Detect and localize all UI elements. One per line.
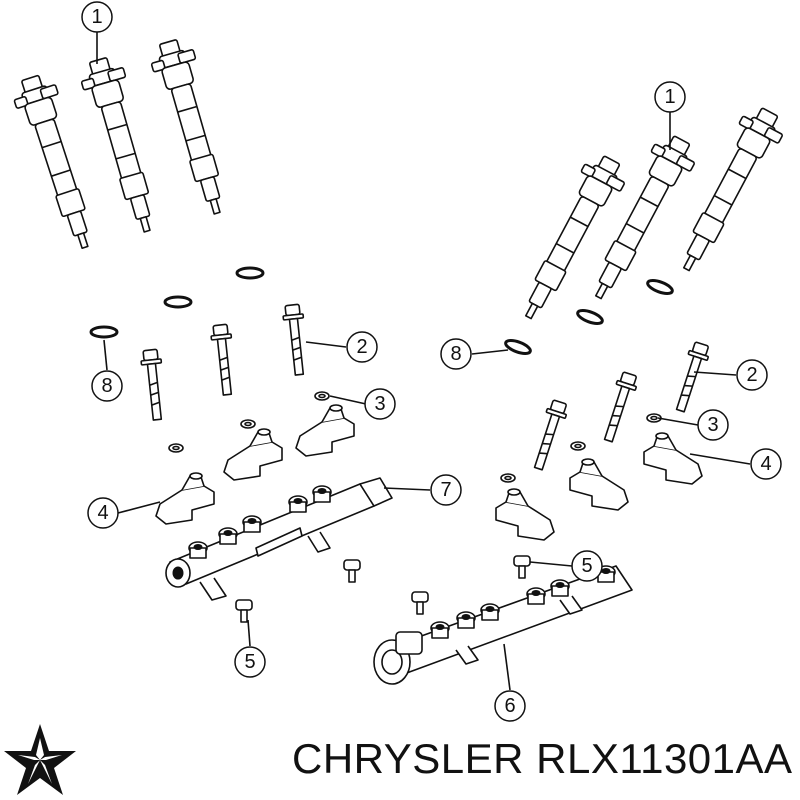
screw-left-1 — [343, 559, 361, 583]
svg-text:5: 5 — [244, 651, 255, 673]
svg-text:8: 8 — [101, 375, 112, 397]
svg-text:7: 7 — [440, 479, 451, 501]
callout-1-left: 1 — [81, 1, 113, 33]
callout-7: 7 — [430, 474, 462, 506]
clamp-right-1 — [495, 488, 555, 541]
callout-8-left: 8 — [91, 370, 123, 402]
callout-5-left: 5 — [234, 646, 266, 678]
brand-name: CHRYSLER — [292, 735, 524, 782]
screw-right-1 — [513, 555, 531, 579]
injector-right-1 — [508, 148, 633, 329]
svg-text:1: 1 — [664, 86, 675, 108]
bolt-left-3 — [281, 303, 311, 377]
pentastar-icon — [4, 724, 76, 795]
callout-8-right: 8 — [440, 338, 472, 370]
svg-text:3: 3 — [374, 393, 385, 415]
callout-3-right: 3 — [697, 409, 729, 441]
svg-text:1: 1 — [91, 6, 102, 28]
part-number: RLX11301AA — [536, 735, 793, 782]
leader-lines — [96, 32, 751, 691]
injector-right-2 — [578, 128, 703, 309]
part-caption: CHRYSLER RLX11301AA — [292, 735, 793, 783]
bolt-right-1 — [528, 398, 571, 473]
bolt-left-1 — [139, 348, 169, 422]
bolt-right-3 — [670, 340, 713, 415]
svg-text:5: 5 — [581, 555, 592, 577]
washer-left-1 — [168, 443, 184, 453]
callout-6: 6 — [494, 690, 526, 722]
injector-right-3 — [666, 100, 791, 281]
callout-4-right: 4 — [750, 448, 782, 480]
clamp-right-3 — [643, 432, 703, 485]
washer-left-2 — [240, 419, 256, 429]
oring-left-2 — [163, 295, 193, 309]
svg-text:4: 4 — [760, 453, 771, 475]
callout-4-left: 4 — [87, 497, 119, 529]
bolt-right-2 — [598, 370, 641, 445]
fuel-rail-right — [373, 565, 633, 685]
svg-text:2: 2 — [746, 364, 757, 386]
injector-left-3 — [146, 35, 240, 220]
injector-left-2 — [76, 53, 170, 238]
oring-right-1 — [644, 276, 676, 298]
callout-2-left: 2 — [346, 331, 378, 363]
oring-left-3 — [89, 325, 119, 339]
clamp-left-1 — [155, 472, 215, 525]
callout-2-right: 2 — [736, 359, 768, 391]
oring-right-3 — [502, 336, 534, 358]
injector-left-1 — [8, 70, 107, 255]
oring-left-1 — [235, 266, 265, 280]
oring-right-2 — [574, 306, 606, 328]
svg-text:2: 2 — [356, 336, 367, 358]
screw-right-2 — [411, 591, 429, 615]
screw-left-2 — [235, 599, 253, 623]
washer-right-2 — [570, 441, 586, 451]
washer-left-3 — [314, 391, 330, 401]
callout-5-right: 5 — [571, 550, 603, 582]
callout-3-left: 3 — [364, 388, 396, 420]
fuel-rail-left — [165, 477, 393, 601]
clamp-left-2 — [223, 428, 283, 481]
washer-right-1 — [500, 473, 516, 483]
bolt-left-2 — [209, 323, 239, 397]
svg-text:3: 3 — [707, 414, 718, 436]
svg-text:8: 8 — [450, 343, 461, 365]
svg-text:4: 4 — [97, 502, 108, 524]
clamp-right-2 — [569, 458, 629, 511]
clamp-left-3 — [295, 404, 355, 457]
callout-1-right: 1 — [654, 81, 686, 113]
svg-text:6: 6 — [504, 695, 515, 717]
